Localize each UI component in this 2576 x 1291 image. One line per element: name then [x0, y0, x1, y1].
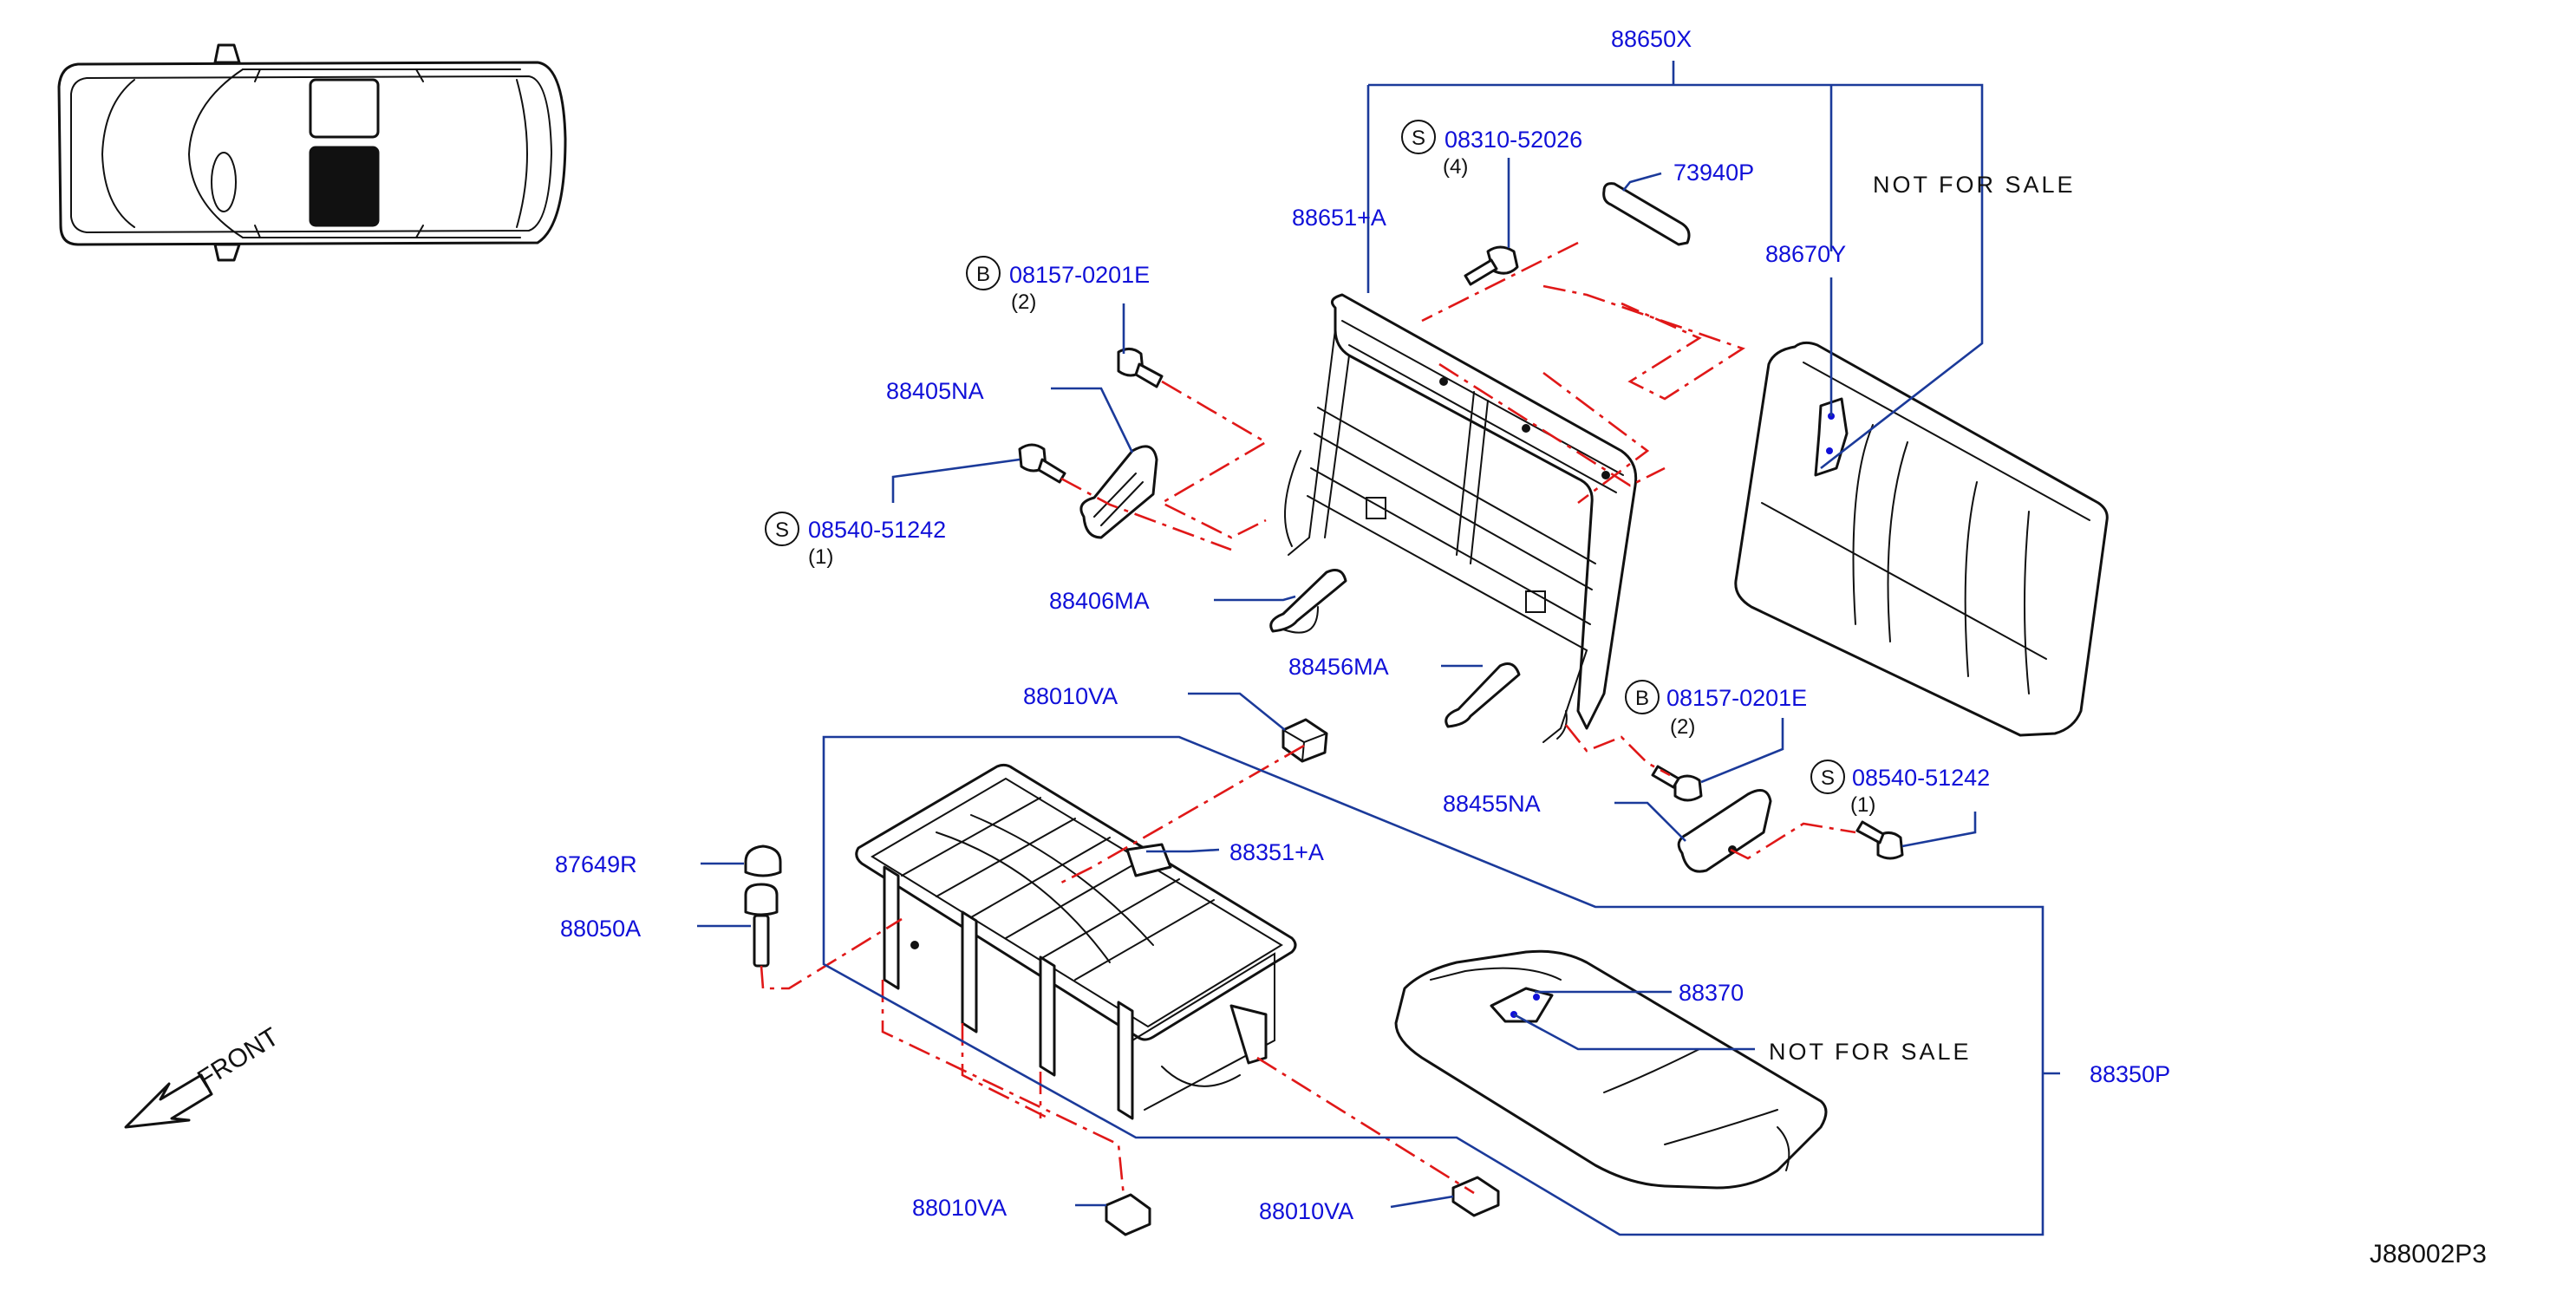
svg-text:B: B	[1635, 687, 1649, 710]
qty-08157-right: (2)	[1670, 715, 1695, 739]
cushion-trim-cover	[1394, 949, 1828, 1190]
leader-lines	[697, 61, 2060, 1236]
small-parts	[744, 182, 1904, 1236]
callout-08157-0201E[interactable]: 08157-0201E	[1009, 262, 1150, 288]
callout-88010VA-top[interactable]: 88010VA	[1023, 683, 1118, 709]
seatback-trim-cover	[1734, 341, 2109, 737]
vehicle-locator-icon	[57, 43, 567, 262]
front-label: FRONT	[192, 1022, 284, 1094]
callout-88406MA[interactable]: 88406MA	[1049, 588, 1150, 614]
callout-88455NA[interactable]: 88455NA	[1443, 791, 1541, 817]
callout-88010VA-bottom-right[interactable]: 88010VA	[1259, 1198, 1353, 1224]
callout-88405NA[interactable]: 88405NA	[886, 378, 984, 404]
s-badge-icon	[1401, 120, 1436, 154]
callout-73940P[interactable]: 73940P	[1673, 160, 1754, 186]
callout-88010VA-bottom-left[interactable]: 88010VA	[912, 1195, 1007, 1221]
svg-text:S: S	[775, 518, 789, 542]
highlighted-seat-row	[309, 146, 380, 227]
callout-88350P[interactable]: 88350P	[2090, 1061, 2170, 1087]
callout-labels: 88650X 08310-52026 (4) 73940P NOT FOR SA…	[555, 26, 2170, 1224]
svg-text:S: S	[1412, 127, 1425, 150]
svg-text:S: S	[1821, 766, 1835, 790]
svg-text:B: B	[976, 263, 990, 286]
seatback-frame	[1284, 293, 1638, 743]
s-badge-icon	[1810, 760, 1845, 794]
callout-08157-0201E-right[interactable]: 08157-0201E	[1666, 685, 1807, 711]
callout-88050A[interactable]: 88050A	[560, 916, 641, 942]
callout-08540-51242-right[interactable]: 08540-51242	[1852, 765, 1990, 791]
front-arrow-icon: FRONT	[124, 1022, 284, 1129]
callout-08540-51242[interactable]: 08540-51242	[808, 517, 946, 543]
callout-88370[interactable]: 88370	[1679, 980, 1744, 1006]
cushion-frame	[855, 763, 1297, 1120]
fastener-type-badges: S B S B S	[765, 120, 1845, 794]
not-for-sale-note-1: NOT FOR SALE	[1873, 172, 2076, 198]
callout-88351A[interactable]: 88351+A	[1229, 839, 1324, 865]
callout-88670Y[interactable]: 88670Y	[1765, 241, 1846, 267]
b-badge-icon	[966, 256, 1001, 290]
callout-08310-52026[interactable]: 08310-52026	[1445, 127, 1582, 153]
callout-88651A[interactable]: 88651+A	[1292, 205, 1386, 231]
diagram-reference-id: J88002P3	[2370, 1240, 2487, 1268]
qty-08310: (4)	[1443, 155, 1468, 179]
callout-87649R[interactable]: 87649R	[555, 851, 637, 877]
qty-08157: (2)	[1011, 290, 1036, 314]
not-for-sale-note-2: NOT FOR SALE	[1769, 1039, 1972, 1065]
callout-88650X[interactable]: 88650X	[1611, 26, 1692, 52]
callout-88456MA[interactable]: 88456MA	[1288, 654, 1389, 680]
qty-08540: (1)	[808, 545, 833, 569]
qty-08540-right: (1)	[1850, 793, 1875, 817]
s-badge-icon	[765, 512, 799, 546]
b-badge-icon	[1625, 680, 1660, 714]
